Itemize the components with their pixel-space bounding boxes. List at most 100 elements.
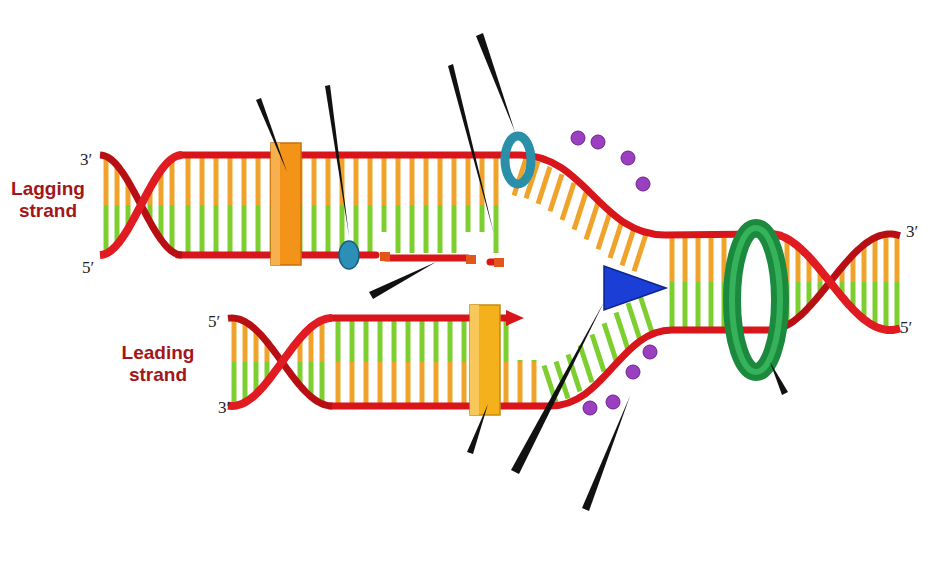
base [406, 320, 411, 362]
base [396, 205, 401, 253]
base [424, 205, 429, 253]
base [378, 362, 383, 404]
base [448, 320, 453, 362]
base [326, 205, 331, 253]
base [186, 158, 191, 205]
base [396, 158, 401, 205]
base [895, 235, 900, 282]
base [616, 313, 628, 350]
base [243, 362, 248, 402]
base [480, 205, 485, 232]
end-label: 3′ [218, 398, 230, 418]
base [170, 205, 175, 251]
base [350, 320, 355, 362]
base [452, 205, 457, 253]
base [884, 282, 889, 330]
base [438, 205, 443, 253]
strand-name: Leading strand [112, 342, 204, 386]
base [462, 320, 467, 362]
base [410, 205, 415, 253]
base [312, 205, 317, 253]
base [420, 362, 425, 404]
base [382, 205, 387, 232]
base [336, 362, 341, 404]
base [628, 303, 640, 340]
base [214, 158, 219, 205]
base [186, 205, 191, 253]
base [392, 362, 397, 404]
base [320, 320, 325, 362]
helicase [732, 228, 780, 372]
polymerase-highlight [470, 305, 479, 415]
base [532, 360, 537, 362]
helix-backbone [228, 318, 332, 406]
helicase-highlight [732, 228, 780, 372]
base [895, 282, 900, 329]
base [696, 238, 701, 282]
base [448, 362, 453, 404]
dna-ligase [339, 241, 359, 269]
base [494, 158, 499, 205]
base [504, 320, 509, 362]
base [466, 158, 471, 205]
base [610, 221, 622, 258]
base [683, 282, 688, 327]
polymerase-highlight [271, 143, 280, 265]
base [378, 320, 383, 362]
base [604, 323, 616, 360]
base [683, 238, 688, 282]
okazaki-fragment [386, 255, 468, 262]
base [368, 158, 373, 205]
base [228, 158, 233, 205]
base [434, 320, 439, 362]
base [200, 205, 205, 253]
base [884, 234, 889, 282]
base [364, 362, 369, 404]
base [228, 205, 233, 253]
base [368, 205, 373, 253]
base [696, 282, 701, 327]
end-label: 3′ [906, 222, 918, 242]
base [873, 238, 878, 282]
base [104, 156, 109, 205]
base [640, 295, 652, 332]
base [592, 335, 604, 372]
end-label: 5′ [900, 318, 912, 338]
base [354, 158, 359, 205]
base [242, 205, 247, 253]
base [320, 362, 325, 404]
base [670, 282, 675, 327]
helix-backbone [770, 234, 900, 330]
base [364, 320, 369, 362]
base [424, 158, 429, 205]
primase [505, 136, 531, 184]
base [434, 362, 439, 404]
base [350, 362, 355, 404]
base [382, 158, 387, 205]
base [598, 212, 610, 249]
base [452, 158, 457, 205]
base [410, 158, 415, 205]
dna-polymerase-leading [470, 305, 500, 415]
base [214, 205, 219, 253]
base [574, 193, 586, 230]
base [518, 362, 523, 404]
base [709, 238, 714, 282]
helix-backbone [100, 155, 182, 255]
rna-primer [380, 252, 390, 261]
base [466, 205, 471, 232]
base [562, 183, 574, 220]
helix-backbone [100, 155, 182, 255]
base [232, 362, 237, 406]
end-label: 5′ [208, 312, 220, 332]
base [312, 158, 317, 205]
base [170, 159, 175, 205]
base [256, 158, 261, 205]
base [538, 167, 550, 204]
base [670, 238, 675, 282]
dna-polymerase-lagging [271, 143, 301, 265]
base [580, 345, 592, 382]
base [462, 362, 467, 404]
base [242, 158, 247, 205]
